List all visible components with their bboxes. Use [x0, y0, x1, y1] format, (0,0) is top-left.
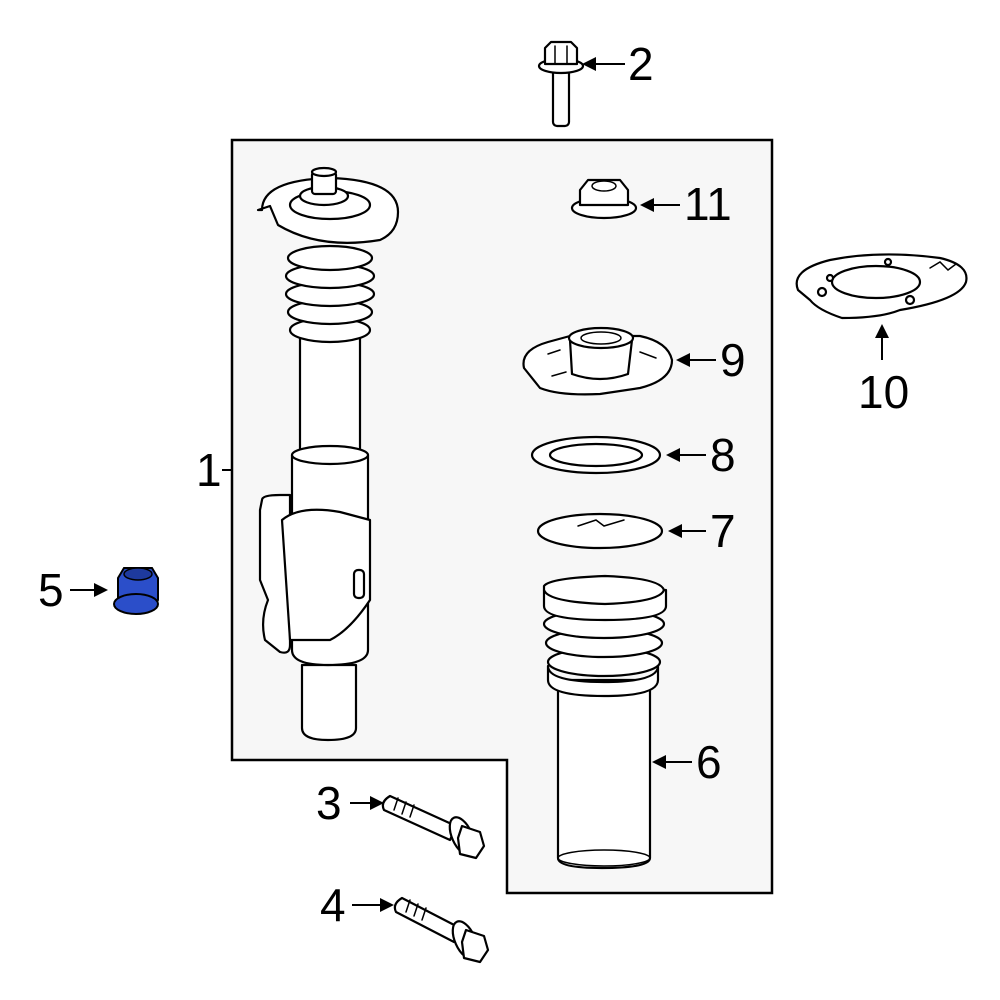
lower-bolt-b[interactable] [393, 896, 490, 964]
strut-assembly[interactable] [256, 166, 400, 742]
callout-1: 1 [196, 444, 222, 496]
lower-insulator[interactable] [536, 512, 664, 550]
dust-boot[interactable] [542, 574, 668, 870]
callout-11: 11 [684, 178, 732, 230]
strut-mount[interactable] [522, 326, 674, 396]
nut[interactable] [113, 567, 159, 615]
callout-7: 7 [710, 505, 736, 557]
mount-nut[interactable] [570, 178, 638, 220]
upper-bolt[interactable] [537, 40, 585, 128]
mount-plate[interactable] [795, 253, 968, 320]
callout-4: 4 [320, 879, 346, 931]
callout-8: 8 [710, 429, 736, 481]
callout-2: 2 [628, 38, 654, 90]
callout-3: 3 [316, 777, 342, 829]
callout-6: 6 [696, 736, 722, 788]
callout-10: 10 [858, 366, 909, 418]
lower-bolt-a[interactable] [381, 794, 486, 860]
callout-5: 5 [38, 564, 64, 616]
callout-9: 9 [720, 334, 746, 386]
upper-insulator[interactable] [530, 435, 662, 475]
